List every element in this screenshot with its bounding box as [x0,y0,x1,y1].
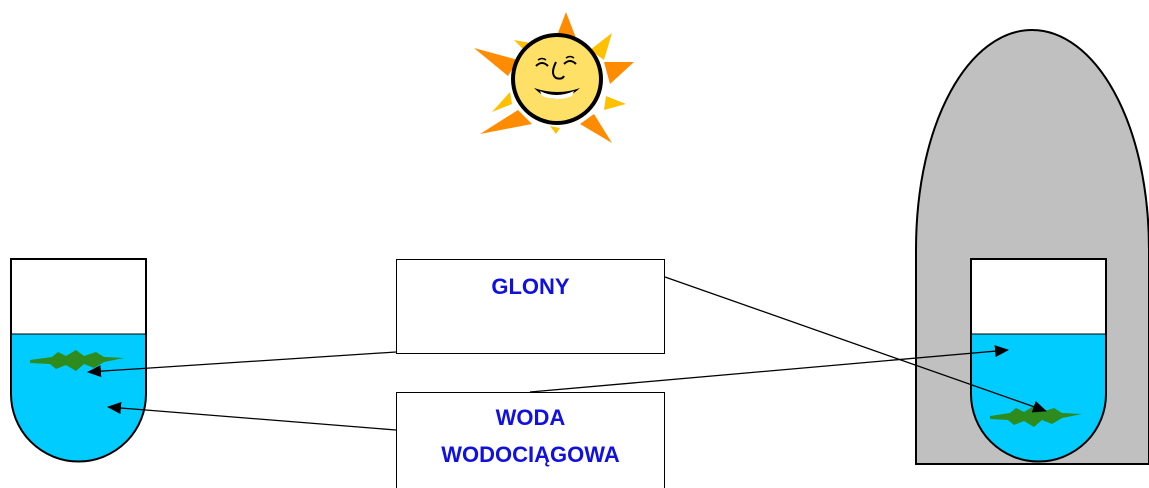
arrow-water-to-left-tube [107,402,397,431]
algae-label-box: GLONY [396,259,665,354]
algae-icon [990,406,1082,427]
arrow-algae-to-left-tube [87,351,397,378]
smiling-sun-icon [474,12,634,143]
tap-water-label-line2: WODOCIĄGOWA [441,442,620,467]
arrow-algae-to-right-tube [664,276,1047,413]
left-test-tube [10,258,147,463]
arrow-water-to-right-tube [529,345,1009,393]
sun-rays [474,12,634,143]
right-test-tube [970,258,1107,463]
tap-water-label-box: WODA WODOCIĄGOWA [396,392,665,488]
algae-label: GLONY [491,274,570,299]
tap-water-label-line1: WODA [495,405,566,430]
algae-icon [30,350,124,371]
